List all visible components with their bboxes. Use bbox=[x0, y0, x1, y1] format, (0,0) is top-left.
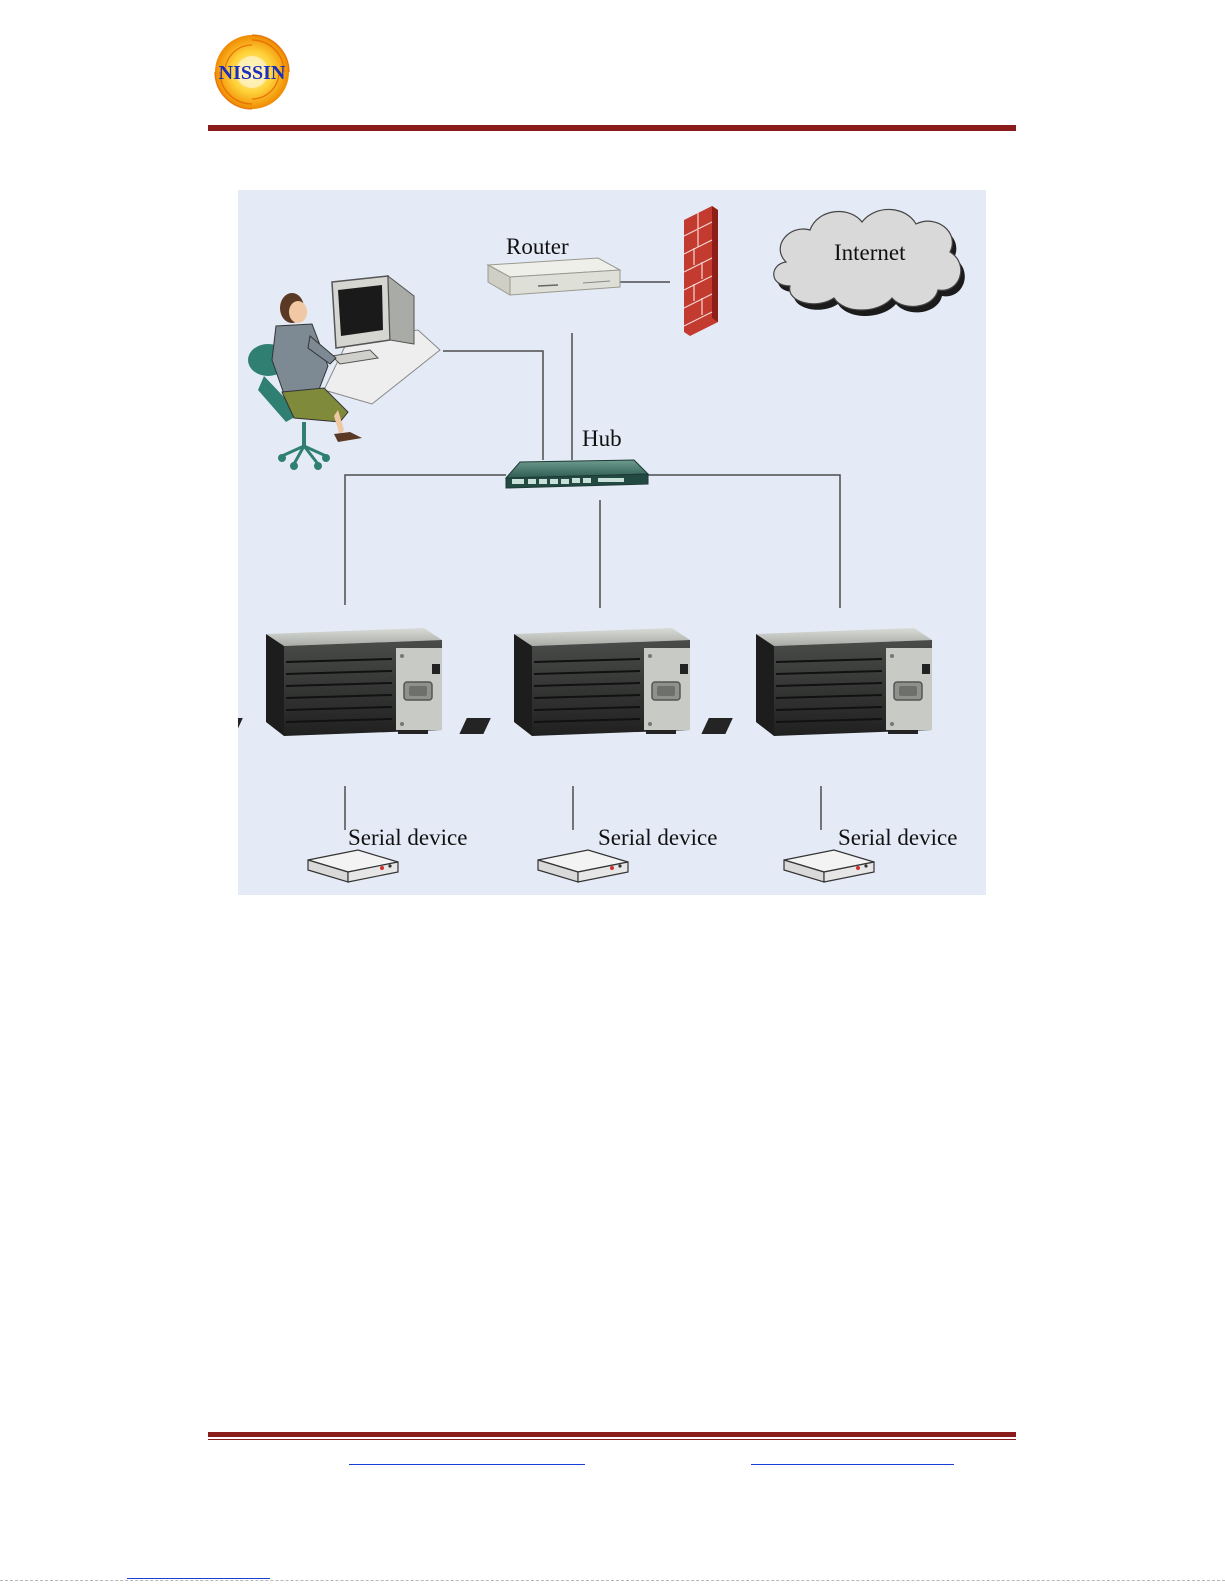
network-diagram: Router Internet bbox=[238, 190, 986, 895]
footer-rule bbox=[208, 1432, 1016, 1440]
nissin-logo: NISSIN bbox=[206, 32, 298, 112]
footer-link-3[interactable] bbox=[127, 1578, 270, 1579]
serial-device-2-label: Serial device bbox=[598, 825, 717, 850]
serial-device-1-label: Serial device bbox=[348, 825, 467, 850]
serial-server-1-icon bbox=[238, 628, 442, 736]
footer-link-2[interactable] bbox=[751, 1464, 954, 1465]
page-break-line bbox=[0, 1580, 1225, 1581]
hub-label: Hub bbox=[582, 426, 622, 451]
header-rule bbox=[208, 123, 1016, 131]
internet-label: Internet bbox=[834, 240, 906, 265]
logo-text: NISSIN bbox=[219, 62, 286, 84]
hub-icon bbox=[506, 460, 648, 488]
router-label: Router bbox=[506, 234, 569, 259]
footer-link-1[interactable] bbox=[349, 1464, 585, 1465]
serial-device-3-label: Serial device bbox=[838, 825, 957, 850]
firewall-icon bbox=[684, 206, 718, 336]
